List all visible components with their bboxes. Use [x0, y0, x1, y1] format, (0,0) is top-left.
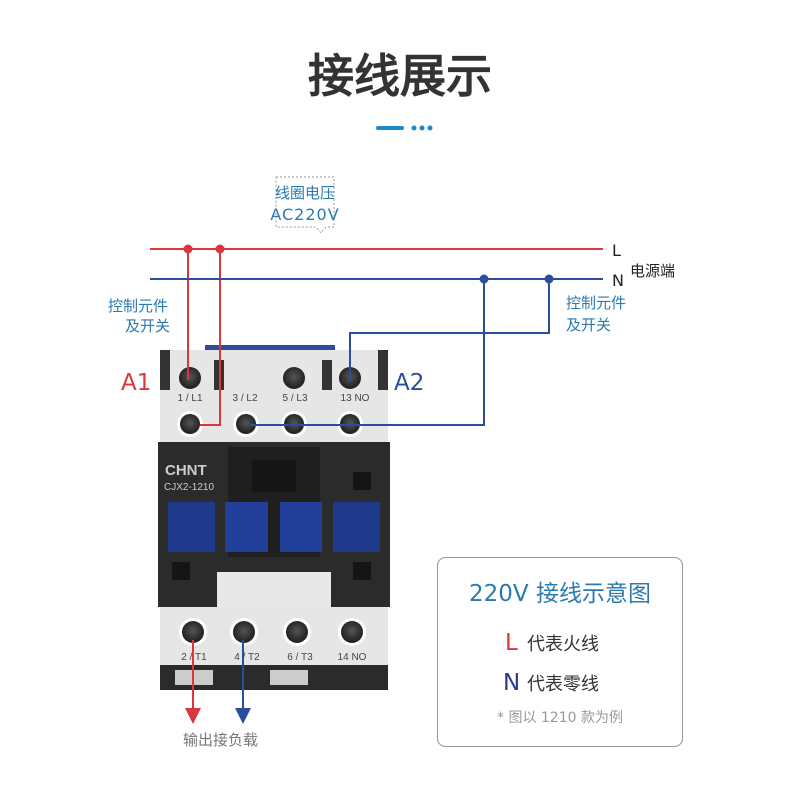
contactor: CHNT CJX2-1210 1 / L1 3 / L2 5 / L3 13 N…: [158, 345, 390, 690]
legend-l-text: 代表火线: [527, 634, 599, 655]
terminal-label: 13 NO: [341, 393, 370, 404]
legend-n-text: 代表零线: [527, 674, 599, 695]
neutral-wires: [150, 278, 603, 724]
junction-dot: [479, 274, 489, 284]
junction-dot: [183, 244, 193, 254]
output-label: 输出接负载: [183, 731, 258, 749]
title-decoration: [376, 125, 433, 131]
junction-dot: [544, 274, 554, 284]
live-wires: [150, 248, 603, 724]
junction-dot: [215, 244, 225, 254]
legend-note: * 图以 1210 款为例: [497, 710, 623, 726]
control-left-line1: 控制元件: [108, 297, 168, 315]
power-source-label: 电源端: [630, 262, 675, 280]
terminal-label: 4 / T2: [234, 652, 260, 663]
legend-l-letter: L: [505, 630, 518, 656]
a2-label: A2: [394, 370, 424, 396]
brand-label: CHNT: [165, 462, 207, 479]
legend-title: 220V 接线示意图: [469, 581, 651, 607]
a1-label: A1: [121, 370, 151, 396]
terminal-label: 2 / T1: [181, 652, 207, 663]
legend-box: 220V 接线示意图 L 代表火线 N 代表零线 * 图以 1210 款为例: [437, 557, 683, 747]
terminal-label: 5 / L3: [282, 393, 307, 404]
coil-voltage-callout: 线圈电压 AC220V: [270, 176, 339, 234]
terminal-label: 3 / L2: [232, 393, 257, 404]
control-right-line1: 控制元件: [566, 294, 626, 312]
callout-line1: 线圈电压: [275, 184, 335, 202]
page-title: 接线展示: [308, 49, 492, 103]
l-label: L: [612, 241, 621, 260]
model-label: CJX2-1210: [164, 482, 214, 493]
terminal-label: 1 / L1: [177, 393, 202, 404]
terminal-label: 14 NO: [338, 652, 367, 663]
callout-line2: AC220V: [270, 205, 339, 224]
terminal-label: 6 / T3: [287, 652, 313, 663]
legend-n-letter: N: [503, 670, 520, 696]
control-left-line2: 及开关: [125, 317, 170, 335]
control-right-line2: 及开关: [566, 316, 611, 334]
n-label: N: [612, 271, 624, 290]
bottom-screws: [179, 618, 366, 646]
